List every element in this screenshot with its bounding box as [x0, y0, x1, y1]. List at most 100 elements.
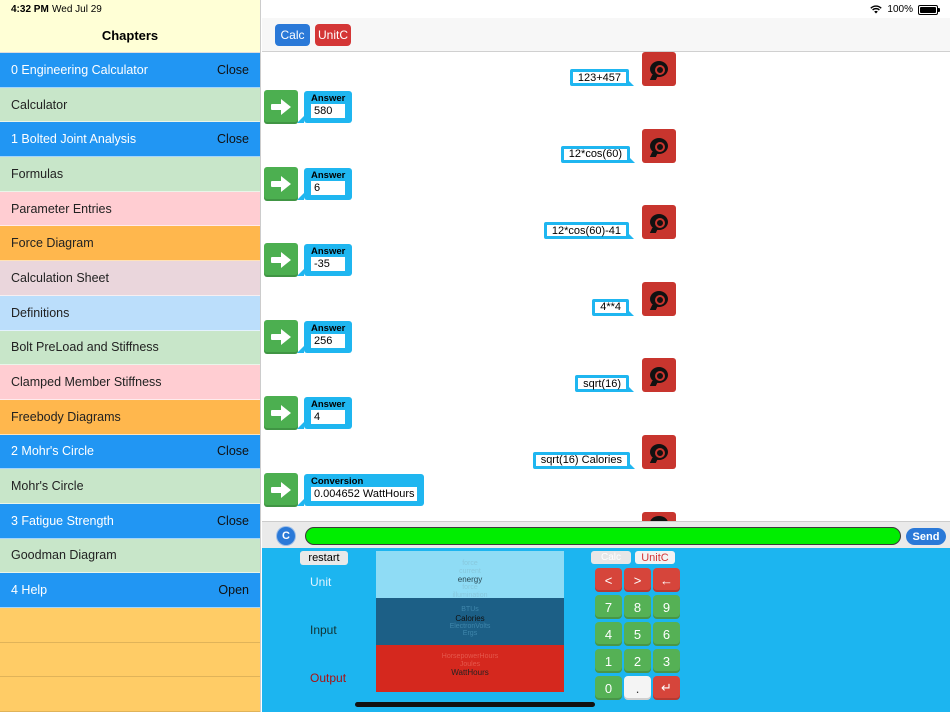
query-bubble[interactable]: 123+457 [569, 69, 635, 86]
chapter-section-item[interactable]: Force Diagram [0, 226, 260, 262]
home-indicator[interactable] [355, 702, 595, 707]
digit-0-key[interactable]: 0 [595, 676, 622, 700]
cursor-left-key[interactable]: < [595, 568, 622, 592]
digit-7-key[interactable]: 7 [595, 595, 622, 619]
chapter-header-item[interactable]: 3 Fatigue Strength Close [0, 503, 260, 539]
battery-percent: 100% [887, 4, 913, 15]
chapter-section-item[interactable]: Definitions [0, 295, 260, 331]
digit-1-key[interactable]: 1 [595, 649, 622, 673]
picker-option[interactable]: ElectronVolts [449, 622, 491, 630]
digit-5-key[interactable]: 5 [624, 622, 651, 646]
picker-option[interactable]: illumination [452, 591, 488, 599]
open-toggle[interactable]: Open [218, 583, 249, 598]
chapter-section-item[interactable]: Calculation Sheet [0, 261, 260, 296]
answer-label: Answer [311, 246, 346, 257]
decimal-key[interactable]: . [624, 676, 651, 700]
sidebar-title: Chapters [101, 28, 159, 43]
search-icon[interactable] [642, 358, 676, 392]
search-icon[interactable] [642, 281, 676, 316]
keypad-unitc-button[interactable]: UnitC [635, 551, 675, 564]
digit-6-key[interactable]: 6 [653, 622, 680, 646]
chapter-section-item[interactable]: Calculator [0, 87, 260, 123]
empty-row [0, 643, 260, 678]
query-bubble[interactable]: 4**4 [592, 298, 634, 316]
sidebar-item-label: 3 Fatigue Strength [11, 513, 114, 528]
digit-9-key[interactable]: 9 [653, 595, 680, 619]
query-bubble[interactable]: 12*cos(60) [560, 145, 636, 163]
picker-option[interactable]: force [462, 560, 478, 567]
close-toggle[interactable]: Close [217, 444, 249, 459]
chapter-section-item[interactable]: Formulas [0, 157, 260, 192]
query-bubble[interactable]: sqrt(16) [575, 375, 634, 392]
digit-4-key[interactable]: 4 [595, 622, 622, 646]
expression-input[interactable] [305, 527, 901, 545]
clear-button[interactable]: C [277, 527, 295, 545]
picker-option[interactable]: force [462, 584, 478, 591]
answer-bubble[interactable]: Answer-35 [296, 244, 353, 276]
arrow-right-icon[interactable] [264, 396, 298, 430]
digit-3-key[interactable]: 3 [653, 649, 680, 673]
send-button[interactable]: Send [906, 528, 946, 545]
arrow-right-icon[interactable] [264, 90, 298, 124]
arrow-right-icon[interactable] [264, 472, 298, 507]
chapter-section-item[interactable]: Bolt PreLoad and Stiffness [0, 330, 260, 366]
chapter-section-item[interactable]: Mohr's Circle [0, 469, 260, 504]
chapter-section-item[interactable]: Clamped Member Stiffness [0, 365, 260, 400]
search-icon[interactable] [642, 434, 676, 469]
close-toggle[interactable]: Close [217, 132, 249, 147]
digit-8-key[interactable]: 8 [624, 595, 651, 619]
picker-option[interactable]: Joules [459, 660, 481, 668]
calc-button[interactable]: Calc [275, 24, 310, 46]
sidebar-item-label: Bolt PreLoad and Stiffness [11, 340, 159, 355]
search-icon[interactable] [642, 128, 676, 163]
search-icon[interactable] [642, 512, 676, 521]
unitc-button[interactable]: UnitC [315, 24, 351, 46]
cursor-right-key[interactable]: > [624, 568, 651, 592]
picker-option[interactable]: Calories [455, 613, 485, 623]
picker-option[interactable]: HorsepowerHours [441, 653, 499, 660]
restart-button[interactable]: restart [300, 551, 348, 565]
picker-option[interactable]: current [459, 567, 481, 575]
chapter-section-item[interactable]: Goodman Diagram [0, 538, 260, 574]
answer-label: Answer [311, 322, 346, 334]
answer-value: 0.004652 WattHours [311, 486, 418, 501]
picker-option[interactable]: Ergs [462, 630, 478, 637]
search-icon[interactable] [642, 205, 676, 239]
picker-option[interactable]: BTUs [461, 606, 479, 613]
arrow-right-icon[interactable] [264, 319, 298, 354]
chapter-section-item[interactable]: Parameter Entries [0, 191, 260, 227]
close-toggle[interactable]: Close [217, 513, 249, 528]
backspace-key[interactable]: ← [653, 568, 680, 592]
chapter-section-item[interactable]: Freebody Diagrams [0, 399, 260, 435]
keypad-calc-button[interactable]: Calc [591, 551, 631, 564]
close-toggle[interactable]: Close [217, 62, 249, 77]
enter-key[interactable]: ↵ [653, 676, 680, 700]
picker-option[interactable]: energy [457, 575, 483, 584]
arrow-right-icon[interactable] [264, 166, 298, 201]
query-bubble[interactable]: 12*cos(60)-41 [543, 222, 635, 239]
sidebar-item-label: Calculation Sheet [11, 270, 109, 285]
empty-row [0, 608, 260, 643]
search-icon[interactable] [642, 52, 676, 86]
unit-label: Unit [310, 575, 332, 589]
arrow-right-icon[interactable] [264, 243, 298, 277]
query-bubble[interactable]: sqrt(16) Calories [532, 451, 636, 469]
picker-option[interactable]: WattHours [451, 668, 489, 677]
digit-2-key[interactable]: 2 [624, 649, 651, 673]
